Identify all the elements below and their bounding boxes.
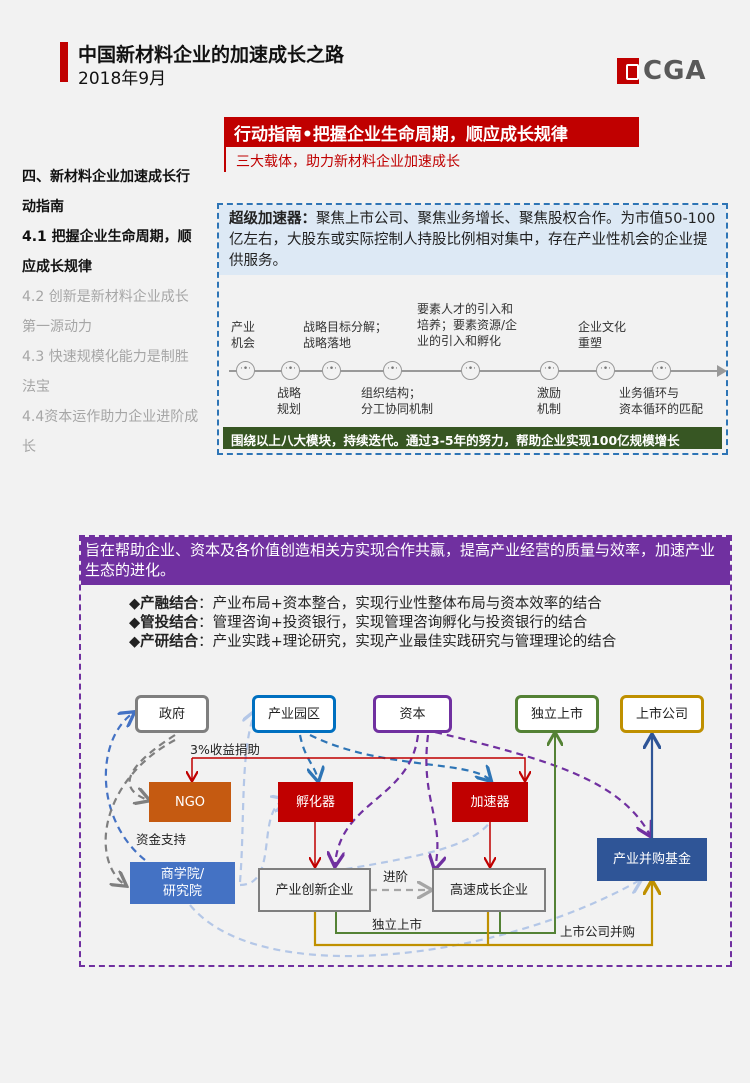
timeline-label: 激励 机制 xyxy=(537,386,562,416)
timeline-node-icon: ·•· xyxy=(236,361,255,380)
nav-item-4-1[interactable]: 4.1 把握企业生命周期，顺应成长规律 xyxy=(22,229,192,275)
nav-item-4-2[interactable]: 4.2 创新是新材料企业成长第一源动力 xyxy=(22,289,189,335)
timeline-node-icon: ·•· xyxy=(281,361,300,380)
node-ma-fund: 产业并购基金 xyxy=(597,838,707,881)
node-listed-company: 上市公司 xyxy=(620,695,704,733)
node-innovative-enterprise: 产业创新企业 xyxy=(258,868,371,912)
timeline-node-icon: ·•· xyxy=(652,361,671,380)
ecosystem-header: 旨在帮助企业、资本及各价值创造相关方实现合作共赢，提高产业经营的质量与效率，加速… xyxy=(81,537,730,585)
label-advance: 进阶 xyxy=(383,869,409,884)
timeline-node-icon: ·•· xyxy=(383,361,402,380)
ecosystem-panel: 旨在帮助企业、资本及各价值创造相关方实现合作共赢，提高产业经营的质量与效率，加速… xyxy=(79,535,732,967)
timeline-arrow-icon xyxy=(717,365,727,377)
node-accelerator: 加速器 xyxy=(452,782,528,822)
node-business-school: 商学院/ 研究院 xyxy=(130,862,235,904)
ecosystem-list: ◆产融结合：产业布局+资本整合，实现行业性整体布局与资本效率的结合 ◆管投结合：… xyxy=(129,595,616,652)
timeline-label: 企业文化 重塑 xyxy=(578,320,627,350)
page-title: 中国新材料企业的加速成长之路 xyxy=(78,44,345,66)
list-item: ◆产研结合：产业实践+理论研究，实现产业最佳实践研究与管理理论的结合 xyxy=(129,634,617,650)
node-ngo: NGO xyxy=(149,782,231,822)
node-independent-ipo: 独立上市 xyxy=(515,695,599,733)
timeline-node-icon: ·•· xyxy=(540,361,559,380)
timeline-label: 产业 机会 xyxy=(231,320,256,350)
node-high-growth-enterprise: 高速成长企业 xyxy=(432,868,546,912)
section-banner: 行动指南•把握企业生命周期，顺应成长规律 xyxy=(224,117,639,147)
timeline-node-icon: ·•· xyxy=(322,361,341,380)
label-funding: 资金支持 xyxy=(136,832,187,847)
accelerator-description: 超级加速器：聚焦上市公司、聚焦业务增长、聚焦股权合作。为市值50-100亿左右，… xyxy=(219,205,726,275)
node-industrial-park: 产业园区 xyxy=(252,695,336,733)
title-accent-bar xyxy=(60,42,68,82)
timeline-node-icon: ·•· xyxy=(596,361,615,380)
timeline-label: 业务循环与 资本循环的匹配 xyxy=(619,386,704,416)
label-ma: 上市公司并购 xyxy=(560,924,636,939)
timeline-label: 战略目标分解； 战略落地 xyxy=(303,320,388,350)
accelerator-text: 聚焦上市公司、聚焦业务增长、聚焦股权合作。为市值50-100亿左右，大股东或实际… xyxy=(229,211,716,269)
list-item: ◆产融结合：产业布局+资本整合，实现行业性整体布局与资本效率的结合 xyxy=(129,596,602,612)
cga-logo: CGA xyxy=(617,56,707,86)
nav-item-4-4[interactable]: 4.4资本运作助力企业进阶成长 xyxy=(22,409,199,455)
timeline-label: 组织结构； 分工协同机制 xyxy=(361,386,434,416)
timeline-node-icon: ·•· xyxy=(461,361,480,380)
nav-item-chapter4[interactable]: 四、新材料企业加速成长行动指南 xyxy=(22,169,190,215)
label-donation: 3%收益捐助 xyxy=(190,742,260,757)
accelerator-footer: 围绕以上八大模块，持续迭代。通过3-5年的努力，帮助企业实现100亿规模增长 xyxy=(223,427,722,449)
list-item: ◆管投结合：管理咨询+投资银行，实现管理咨询孵化与投资银行的结合 xyxy=(129,615,588,631)
nav-item-4-3[interactable]: 4.3 快速规模化能力是制胜法宝 xyxy=(22,349,189,395)
chapter-nav: 四、新材料企业加速成长行动指南 4.1 把握企业生命周期，顺应成长规律 4.2 … xyxy=(22,162,202,462)
page-date: 2018年9月 xyxy=(78,69,167,89)
node-government: 政府 xyxy=(135,695,209,733)
node-incubator: 孵化器 xyxy=(278,782,353,822)
logo-text: CGA xyxy=(643,56,707,86)
accelerator-label: 超级加速器： xyxy=(229,211,316,227)
timeline-label: 战略 规划 xyxy=(277,386,302,416)
section-subtitle: 三大载体，助力新材料企业加速成长 xyxy=(224,147,524,172)
logo-mark-icon xyxy=(617,58,639,84)
label-ipo: 独立上市 xyxy=(372,917,423,932)
node-capital: 资本 xyxy=(373,695,452,733)
timeline-label: 要素人才的引入和 培养；要素资源/企 业的引入和孵化 xyxy=(417,302,518,348)
super-accelerator-panel: 超级加速器：聚焦上市公司、聚焦业务增长、聚焦股权合作。为市值50-100亿左右，… xyxy=(217,203,728,455)
